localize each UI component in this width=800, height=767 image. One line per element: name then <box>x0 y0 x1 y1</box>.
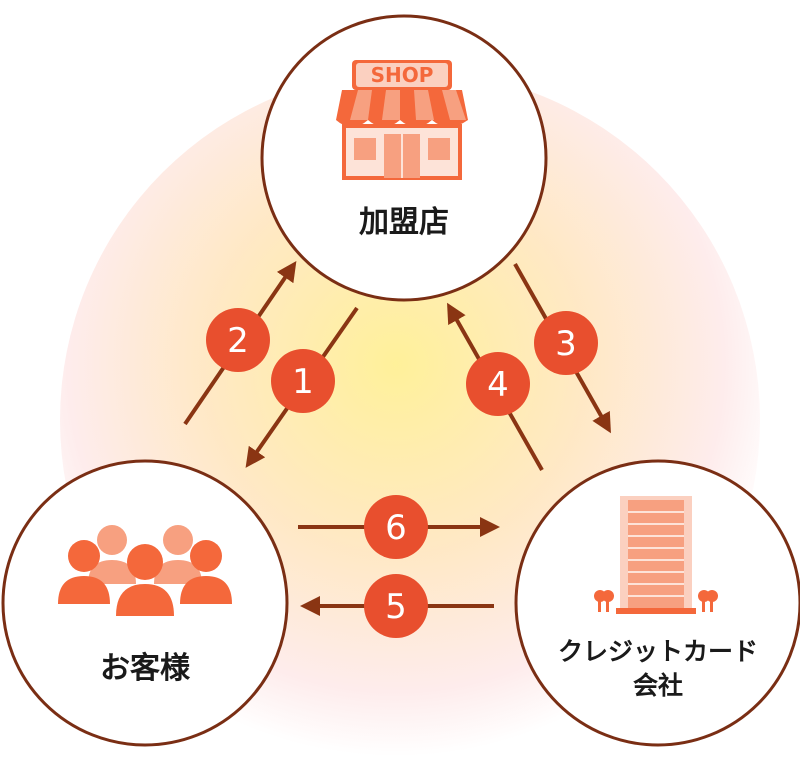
step-badge-1: 1 <box>271 349 335 413</box>
step-badge-2: 2 <box>206 308 270 372</box>
customer-label: お客様 <box>100 651 191 686</box>
card-company-label-line1: クレジットカード <box>558 637 758 666</box>
shop-icon: SHOP <box>336 60 468 180</box>
step-badge-5: 5 <box>364 574 428 638</box>
step-badge-6: 6 <box>364 495 428 559</box>
shop-sign-text: SHOP <box>371 63 434 87</box>
step-number-4: 4 <box>487 365 509 405</box>
step-number-3: 3 <box>555 324 577 364</box>
step-number-2: 2 <box>227 321 249 361</box>
shop-label: 加盟店 <box>359 205 449 240</box>
people-group-icon <box>58 525 232 616</box>
step-badge-3: 3 <box>534 311 598 375</box>
step-badge-4: 4 <box>466 352 530 416</box>
step-number-1: 1 <box>292 362 314 402</box>
card-company-label-line2: 会社 <box>633 671 683 700</box>
step-number-5: 5 <box>385 587 407 627</box>
step-number-6: 6 <box>385 508 407 548</box>
office-building-icon <box>594 496 718 614</box>
